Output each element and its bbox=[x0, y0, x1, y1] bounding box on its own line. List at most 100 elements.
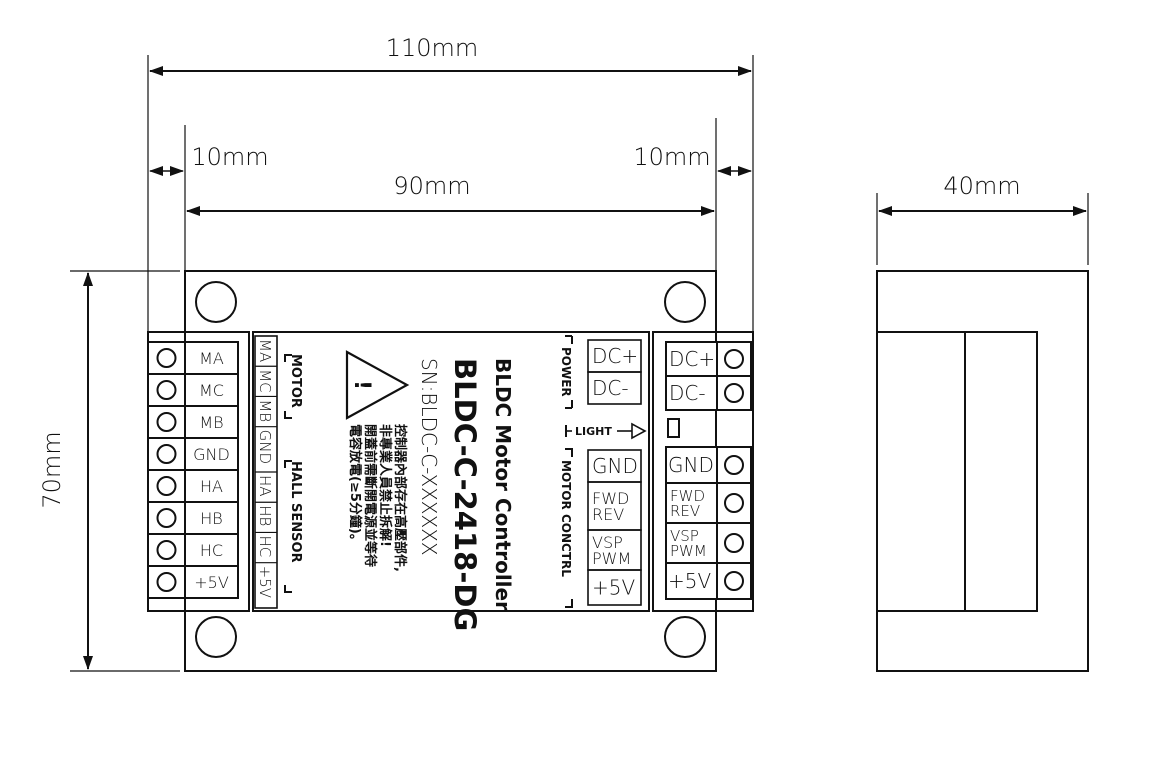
svg-text:+5V: +5V bbox=[592, 576, 635, 600]
power-terminal-1: DC+ bbox=[665, 341, 752, 377]
warning-line: 非專業人員禁止拆解! bbox=[377, 424, 393, 547]
svg-text:GND: GND bbox=[668, 453, 714, 477]
power-terminal-2: DC- bbox=[665, 375, 752, 411]
left-terminal-7: HC bbox=[147, 533, 239, 567]
motor-control-group-label: MOTOR CONCTRL bbox=[559, 460, 573, 577]
model-number: BLDC-C-2418-DG bbox=[448, 358, 482, 631]
motor-control-group: MOTOR CONCTRL bbox=[559, 448, 573, 608]
right-inner-label-1: DC+ bbox=[587, 339, 642, 373]
left-terminal-4: GND bbox=[147, 437, 239, 471]
mount-hole-top-left bbox=[195, 281, 237, 323]
svg-text:FWD: FWD bbox=[592, 489, 629, 508]
left-terminal-block: MA MC MB GND HA HB HC +5V bbox=[147, 341, 239, 599]
svg-text:DC+: DC+ bbox=[592, 344, 638, 368]
screw-icon bbox=[724, 455, 744, 475]
power-group: POWER bbox=[559, 335, 573, 409]
svg-text:PWM: PWM bbox=[592, 549, 631, 568]
screw-icon bbox=[156, 572, 177, 592]
screw-icon bbox=[724, 493, 744, 513]
inner-label: +5V bbox=[256, 566, 274, 598]
screw-icon bbox=[156, 540, 177, 560]
screw-icon bbox=[156, 476, 177, 496]
screw-icon bbox=[156, 444, 177, 464]
svg-text:VSP: VSP bbox=[670, 527, 699, 545]
light-indicator: LIGHT bbox=[565, 418, 680, 440]
left-terminal-3: MB bbox=[147, 405, 239, 439]
product-name: BLDC Motor Controller bbox=[491, 358, 515, 611]
inner-label: GND bbox=[256, 430, 274, 464]
left-terminal-label: MC bbox=[199, 381, 224, 400]
warning-icon: ! bbox=[345, 350, 410, 420]
light-label: LIGHT bbox=[575, 425, 612, 438]
left-terminal-label: HC bbox=[200, 541, 223, 560]
screw-icon bbox=[156, 508, 177, 528]
screw-icon bbox=[724, 533, 744, 553]
screw-icon bbox=[724, 383, 744, 403]
right-inner-label-6: +5V bbox=[587, 569, 642, 606]
mount-hole-bottom-left bbox=[195, 616, 237, 658]
left-terminal-5: HA bbox=[147, 469, 239, 503]
led-indicator bbox=[667, 418, 680, 438]
dim-left-margin: 10mm bbox=[191, 143, 268, 171]
mount-hole-top-right bbox=[664, 281, 706, 323]
dim-total-width: 110mm bbox=[386, 34, 479, 62]
inner-label-strip: MA MC MB GND HA HB HC +5V bbox=[254, 335, 278, 609]
power-terminal-label: DC+ bbox=[669, 347, 715, 371]
inner-label: HA bbox=[256, 475, 274, 497]
hall-group: HALL SENSOR bbox=[284, 460, 303, 593]
power-group-label: POWER bbox=[559, 347, 573, 397]
screw-icon bbox=[724, 571, 744, 591]
svg-text:REV: REV bbox=[670, 502, 700, 520]
svg-text:+5V: +5V bbox=[668, 569, 711, 593]
dim-right-margin: 10mm bbox=[633, 143, 710, 171]
warning-line: 開蓋前需斷開電源並等待 bbox=[362, 424, 378, 567]
left-terminal-label: MA bbox=[199, 349, 224, 368]
warning-line: 控制器內部存在高壓部件, bbox=[392, 424, 408, 572]
left-terminal-label: GND bbox=[193, 445, 230, 464]
svg-text:VSP: VSP bbox=[592, 533, 623, 552]
warning-text: 控制器內部存在高壓部件,非專業人員禁止拆解!開蓋前需斷開電源並等待電容放電(≥5… bbox=[347, 424, 408, 572]
control-terminal-4: +5V bbox=[665, 562, 752, 600]
inner-label: HB bbox=[256, 505, 274, 526]
left-terminal-8: +5V bbox=[147, 565, 239, 599]
motor-group: MOTOR bbox=[284, 354, 303, 419]
right-inner-label-2: DC- bbox=[587, 371, 642, 405]
left-terminal-label: HB bbox=[200, 509, 223, 528]
dim-depth: 40mm bbox=[943, 172, 1020, 200]
right-inner-label-3: GND bbox=[587, 449, 642, 483]
serial-number: SN:BLDC-C-XXXXXX bbox=[417, 358, 441, 556]
screw-icon bbox=[156, 380, 177, 400]
dimension-lines bbox=[70, 55, 1089, 672]
svg-text:PWM: PWM bbox=[670, 542, 707, 560]
svg-text:!: ! bbox=[349, 380, 374, 390]
warning-line: 電容放電(≥5分鐘)。 bbox=[347, 424, 363, 547]
svg-text:GND: GND bbox=[592, 454, 638, 478]
label-plate bbox=[252, 331, 650, 612]
dim-height: 70mm bbox=[38, 431, 66, 508]
mount-hole-bottom-right bbox=[664, 616, 706, 658]
inner-label: MB bbox=[256, 399, 274, 422]
svg-text:REV: REV bbox=[592, 505, 624, 524]
inner-label: MC bbox=[256, 369, 274, 392]
screw-icon bbox=[724, 349, 744, 369]
left-terminal-2: MC bbox=[147, 373, 239, 407]
screw-icon bbox=[156, 348, 177, 368]
left-terminal-1: MA bbox=[147, 341, 239, 375]
motor-group-label: MOTOR bbox=[288, 354, 303, 408]
left-terminal-6: HB bbox=[147, 501, 239, 535]
inner-label: MA bbox=[256, 339, 274, 362]
left-terminal-label: MB bbox=[199, 413, 223, 432]
svg-text:FWD: FWD bbox=[670, 487, 705, 505]
svg-text:DC-: DC- bbox=[592, 376, 629, 400]
left-terminal-label: +5V bbox=[194, 573, 229, 592]
dim-inner-width: 90mm bbox=[393, 172, 470, 200]
inner-label: HC bbox=[256, 535, 274, 557]
side-view bbox=[876, 270, 1089, 672]
